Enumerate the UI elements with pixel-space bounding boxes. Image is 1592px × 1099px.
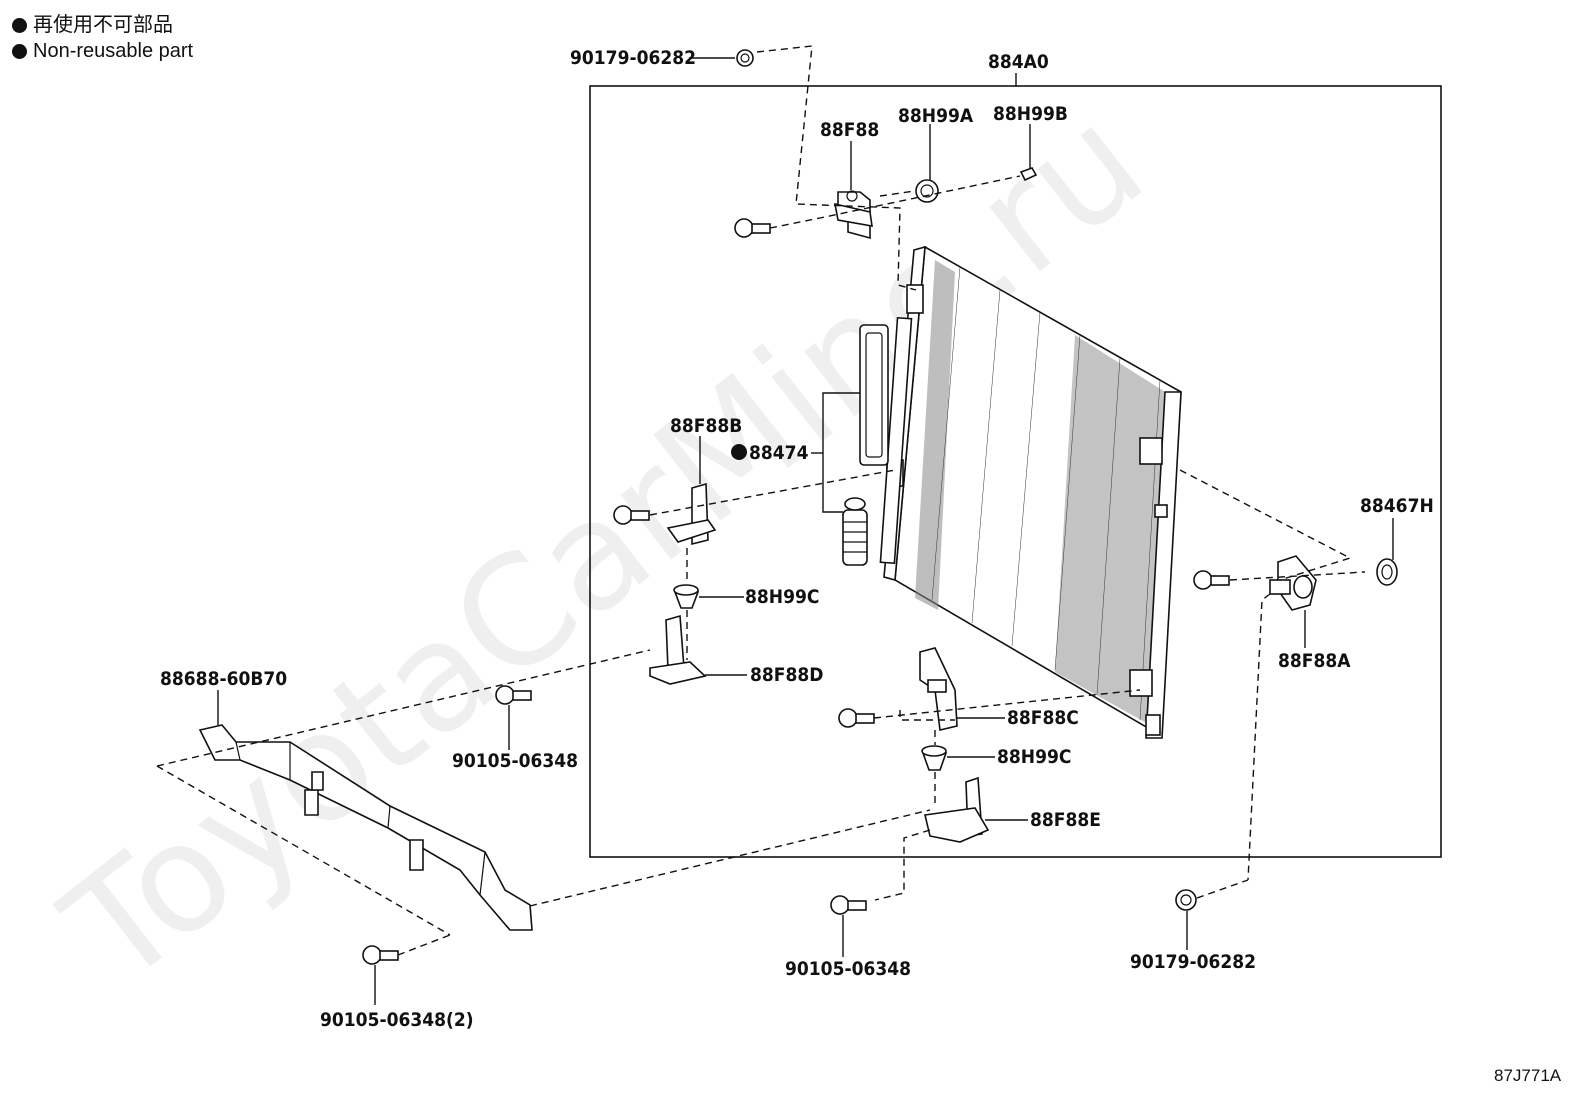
bolt-center xyxy=(838,708,875,728)
non-reusable-marker-icon xyxy=(731,444,747,460)
bolt-right xyxy=(1193,570,1230,590)
label-88474: 88474 xyxy=(749,442,809,464)
bracket-88F88C xyxy=(919,647,958,731)
bracket-88F88B xyxy=(666,482,717,546)
bracket-88F88 xyxy=(833,190,873,240)
legend-row-en: Non-reusable part xyxy=(12,38,193,64)
bracket-88F88A xyxy=(1269,555,1317,611)
bolt-90105-left xyxy=(362,945,399,965)
damper-88H99C-mid xyxy=(921,745,948,771)
bracket-88F88D xyxy=(649,614,707,685)
legend-text-en: Non-reusable part xyxy=(33,40,194,62)
label-90179-bottom: 90179-06282 xyxy=(1130,951,1256,973)
grommet-88467H xyxy=(1376,558,1398,586)
damper-88H99C-left xyxy=(673,584,700,609)
label-90105-bottom: 90105-06348 xyxy=(785,958,911,980)
bolt-left-88F88B xyxy=(613,505,650,525)
bolt-90105-mid xyxy=(495,685,532,705)
label-88F88C: 88F88C xyxy=(1007,707,1079,729)
legend: 再使用不可部品 Non-reusable part xyxy=(12,12,193,64)
bolt-top xyxy=(734,218,771,238)
legend-row-jp: 再使用不可部品 xyxy=(12,12,193,38)
nut-90179-bottom xyxy=(1175,889,1197,911)
bracket-88F88E xyxy=(924,776,990,843)
label-884A0: 884A0 xyxy=(988,51,1049,73)
label-88F88: 88F88 xyxy=(820,119,879,141)
pin-88H99B xyxy=(1019,167,1038,182)
illustration-id: 87J771A xyxy=(1494,1066,1562,1085)
label-88H99C-left: 88H99C xyxy=(745,586,819,608)
support-bar-88688 xyxy=(198,724,533,931)
non-reusable-dot-icon xyxy=(12,43,27,59)
label-88688-60B70: 88688-60B70 xyxy=(160,668,287,690)
bolt-90105-bottom xyxy=(830,895,867,915)
legend-text-jp: 再使用不可部品 xyxy=(33,14,173,36)
label-88467H: 88467H xyxy=(1360,495,1434,517)
label-88H99C-mid: 88H99C xyxy=(997,746,1071,768)
label-90105-left: 90105-06348(2) xyxy=(320,1009,474,1031)
label-88F88E: 88F88E xyxy=(1030,809,1101,831)
desiccant-bag xyxy=(859,324,889,466)
nut-90179-top xyxy=(736,49,754,67)
label-90105-mid: 90105-06348 xyxy=(452,750,578,772)
label-88F88D: 88F88D xyxy=(750,664,823,686)
label-88H99A: 88H99A xyxy=(898,105,974,127)
condenser-core xyxy=(879,245,1182,739)
non-reusable-dot-icon xyxy=(12,17,27,33)
filter-plug xyxy=(842,497,868,566)
grommet-88H99A xyxy=(915,179,939,203)
label-88F88A: 88F88A xyxy=(1278,650,1351,672)
label-88F88B: 88F88B xyxy=(670,415,742,437)
label-90179-top: 90179-06282 xyxy=(570,47,696,69)
label-88H99B: 88H99B xyxy=(993,103,1068,125)
